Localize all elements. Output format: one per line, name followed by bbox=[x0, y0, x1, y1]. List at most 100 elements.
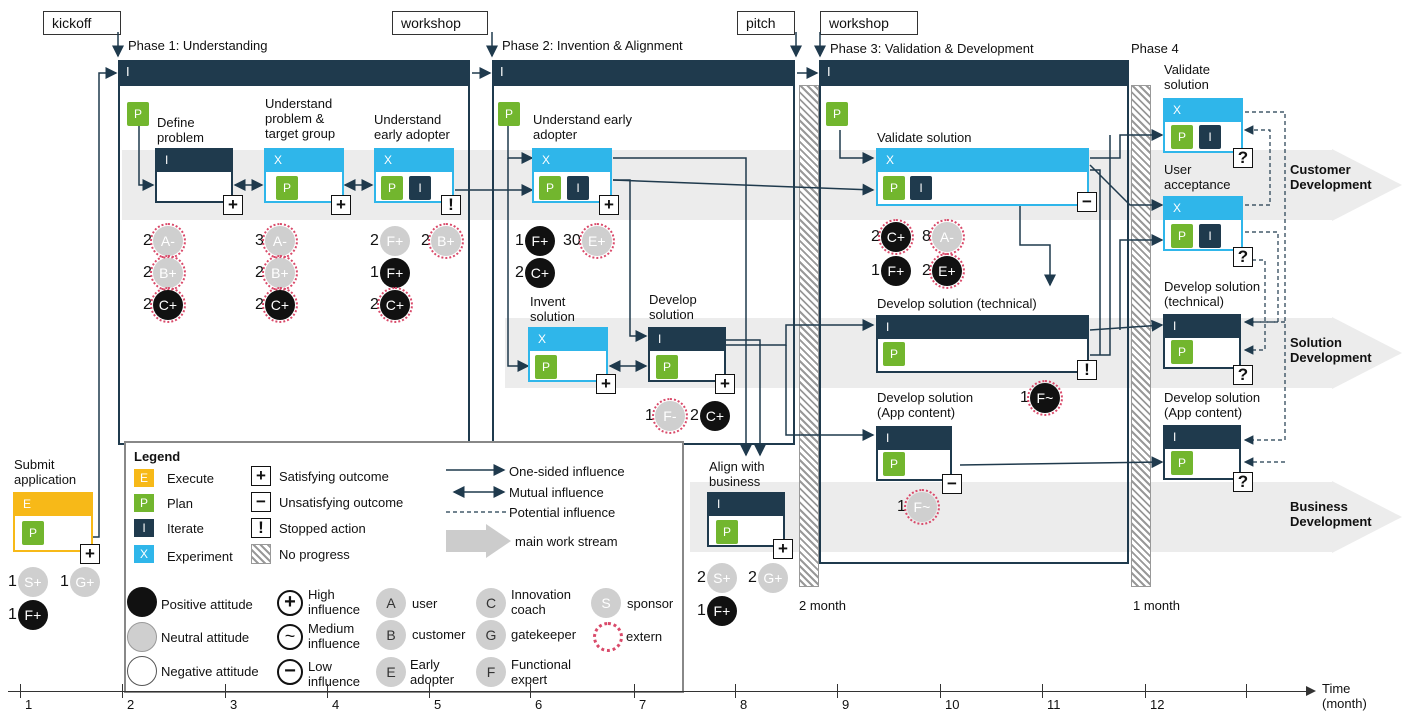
axis-tick bbox=[20, 684, 21, 698]
legend-expert-circle: F bbox=[476, 657, 506, 687]
stopped-action-icon: ! bbox=[1077, 360, 1097, 380]
legend-user-label: user bbox=[412, 596, 438, 611]
token-circle: C+ bbox=[376, 287, 413, 323]
plan-badge: P bbox=[1171, 224, 1193, 248]
legend-coach-circle: C bbox=[476, 588, 506, 618]
plan-badge: P bbox=[498, 102, 520, 126]
plan-badge: P bbox=[1171, 125, 1193, 149]
token-circle: G+ bbox=[69, 567, 100, 597]
token-count: 1 bbox=[370, 264, 379, 281]
axis-tick-label: 6 bbox=[535, 697, 543, 712]
token-circle: F+ bbox=[17, 600, 48, 630]
axis-tick-label: 9 bbox=[842, 697, 850, 712]
token-circle: F~ bbox=[1026, 380, 1063, 416]
token-circle: A- bbox=[149, 223, 186, 259]
unknown-outcome-icon: ? bbox=[1233, 472, 1253, 492]
legend-positive-label: Positive attitude bbox=[161, 597, 253, 612]
develop-technical-4-activity[interactable]: I bbox=[1163, 314, 1241, 369]
legend-experiment-label: Experiment bbox=[167, 549, 233, 564]
understand-problem-activity[interactable]: X bbox=[264, 148, 344, 203]
user-acceptance-activity[interactable]: X bbox=[1163, 196, 1243, 251]
legend-iterate-swatch: I bbox=[134, 519, 154, 537]
token-circle: S+ bbox=[17, 567, 48, 597]
validate-solution-activity[interactable]: X bbox=[876, 148, 1089, 206]
iterate-header: I bbox=[1165, 316, 1239, 338]
plan-badge: P bbox=[539, 176, 561, 200]
activity-label-user-acc: User acceptance bbox=[1164, 162, 1231, 192]
token-count: 1 bbox=[8, 573, 17, 590]
activity-label-submit: Submit application bbox=[14, 457, 77, 487]
experiment-header: X bbox=[530, 329, 606, 351]
plan-badge: P bbox=[381, 176, 403, 200]
plan-badge: P bbox=[535, 355, 557, 379]
token-count: 1 bbox=[697, 602, 706, 619]
legend-mainstream-label: main work stream bbox=[515, 534, 618, 549]
activity-label-dev-tech3: Develop solution (technical) bbox=[877, 296, 1037, 311]
time-axis-title: Time (month) bbox=[1322, 681, 1367, 711]
legend-early-label: Early adopter bbox=[410, 657, 455, 687]
token-count: 2 bbox=[515, 264, 524, 281]
token-count: 2 bbox=[143, 296, 152, 313]
stopped-action-icon: ! bbox=[441, 195, 461, 215]
axis-tick bbox=[735, 684, 736, 698]
token-count: 30 bbox=[563, 232, 581, 249]
plan-badge: P bbox=[276, 176, 298, 200]
kickoff-callout: kickoff bbox=[43, 11, 121, 35]
axis-tick bbox=[634, 684, 635, 698]
token-count: 2 bbox=[255, 296, 264, 313]
legend-negative-circle bbox=[127, 656, 157, 686]
token-circle: B+ bbox=[427, 223, 464, 259]
duration-1-month: 1 month bbox=[1133, 598, 1180, 613]
invent-solution-activity[interactable]: X bbox=[528, 327, 608, 382]
token-circle: F+ bbox=[524, 226, 555, 256]
axis-tick-label: 12 bbox=[1150, 697, 1165, 712]
develop-technical-activity[interactable]: I bbox=[876, 315, 1089, 373]
legend-iterate-label: Iterate bbox=[167, 521, 204, 536]
legend-mutual-label: Mutual influence bbox=[509, 485, 604, 500]
iterate-badge: I bbox=[1199, 125, 1221, 149]
legend-coach-label: Innovation coach bbox=[511, 587, 571, 617]
axis-tick-label: 10 bbox=[945, 697, 960, 712]
token-count: 1 bbox=[8, 606, 17, 623]
phase1-title: Phase 1: Understanding bbox=[128, 38, 268, 53]
phase4-title: Phase 4 bbox=[1131, 41, 1179, 56]
legend-extern-label: extern bbox=[626, 629, 663, 644]
legend-medium-icon: ~ bbox=[277, 624, 303, 650]
execute-header: E bbox=[15, 494, 91, 516]
token-count: 8 bbox=[922, 228, 931, 245]
token-circle: F+ bbox=[880, 256, 911, 286]
token-count: 2 bbox=[421, 232, 430, 249]
iterate-header: I bbox=[878, 428, 950, 450]
activity-label-dev-app3: Develop solution (App content) bbox=[877, 390, 974, 420]
experiment-header: X bbox=[878, 150, 1087, 172]
token-circle: E+ bbox=[578, 223, 615, 259]
axis-tick bbox=[530, 684, 531, 698]
token-circle: C+ bbox=[261, 287, 298, 323]
axis-tick bbox=[1145, 684, 1146, 698]
satisfying-outcome-icon: + bbox=[80, 544, 100, 564]
token-circle: E+ bbox=[928, 253, 965, 289]
axis-tick bbox=[1042, 684, 1043, 698]
axis-tick bbox=[837, 684, 838, 698]
legend-satisfying-icon: + bbox=[251, 466, 271, 486]
legend-high-icon: + bbox=[277, 590, 303, 616]
satisfying-outcome-icon: + bbox=[331, 195, 351, 215]
activity-label-understand-early1: Understand early adopter bbox=[374, 112, 450, 142]
define-problem-activity[interactable]: I bbox=[155, 148, 233, 203]
token-circle: G+ bbox=[757, 563, 788, 593]
legend-neutral-circle bbox=[127, 622, 157, 652]
activity-label-dev-tech4: Develop solution (technical) bbox=[1164, 279, 1261, 309]
phase2-bar: I bbox=[492, 60, 795, 86]
token-count: 1 bbox=[60, 573, 69, 590]
no-progress-bar-1 bbox=[799, 85, 819, 587]
token-count: 2 bbox=[255, 264, 264, 281]
business-stream bbox=[690, 482, 1332, 552]
token-count: 2 bbox=[748, 569, 757, 586]
